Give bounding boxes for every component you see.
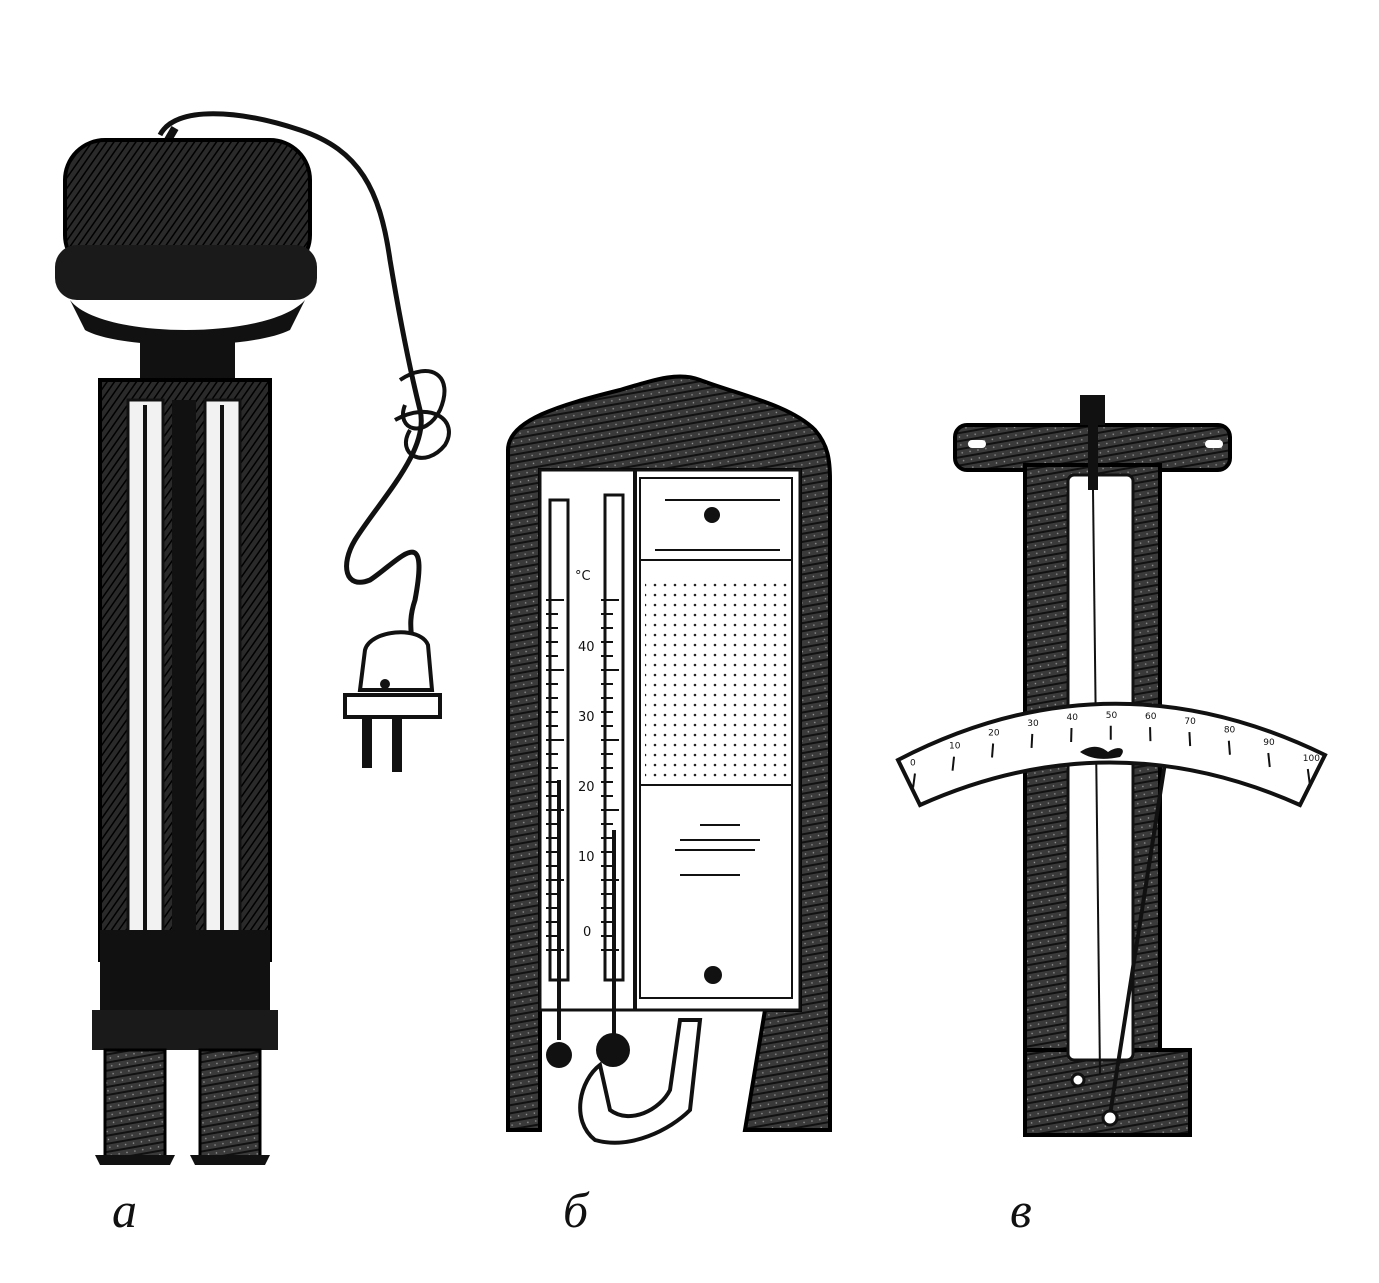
dry-bulb [546,1042,572,1068]
unit-label: °C [575,569,591,584]
scale-tick [1227,740,1231,755]
scale-label: 30 [1027,719,1039,729]
wet-bulb [596,1033,630,1067]
scale-label: 90 [1263,738,1275,748]
scale-label: 80 [1224,726,1236,736]
psychrometric-table [639,477,793,999]
tick-label-40: 40 [578,640,595,655]
caption-a: а [112,1182,137,1238]
tick-label-20: 20 [578,780,595,795]
tick-label-10: 10 [578,850,595,865]
plug-icon [343,630,442,772]
scale-label: 50 [1106,711,1118,721]
scale-label: 60 [1145,712,1157,722]
psychrometer-case [506,374,832,1132]
station-psychrometer: °C 40 30 20 10 0 [506,374,832,1145]
scale-knob-icon [1080,746,1123,759]
scale-tick [1188,732,1192,747]
tick-label-0: 0 [583,925,591,940]
fan-head [55,125,317,385]
scale-label: 100 [1303,754,1320,764]
scale-tick [1306,768,1311,784]
pointer [1108,717,1174,1116]
temperature-scale: °C 40 30 20 10 0 [546,569,619,951]
humidity-scale: 0 10 20 30 40 50 60 70 80 90 100 [895,701,1328,808]
aspiration-psychrometer [55,111,451,1165]
wick-reservoir [578,1018,703,1145]
scale-label: 10 [949,742,961,752]
scale-label: 0 [910,759,916,769]
scale-tick [991,743,995,758]
scale-tick [951,756,956,771]
caption-v: в [1010,1182,1032,1238]
scale-label: 40 [1066,713,1078,723]
thermometer-tubes [92,378,278,1165]
hair [1092,489,1101,1076]
hair-hygrometer: 0 10 20 30 40 50 60 70 80 90 100 [895,395,1328,1137]
scale-label: 70 [1184,717,1196,727]
tick-label-30: 30 [578,710,595,725]
scale-tick [912,773,916,788]
scale-tick [1030,733,1034,749]
caption-b: б [563,1182,589,1238]
scale-tick [1267,752,1271,768]
scale-label: 20 [988,729,1000,739]
